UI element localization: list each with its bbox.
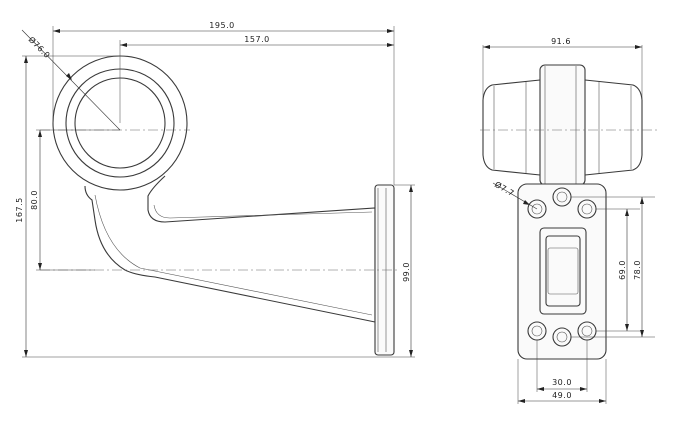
- dim-center-height: 80.0: [30, 190, 39, 210]
- dim-outer-hole-spacing: 78.0: [633, 260, 642, 280]
- dim-lens-width: 91.6: [551, 37, 571, 46]
- center-slot-outer: [539, 227, 587, 315]
- mounting-arm-outline: [84, 175, 376, 323]
- dim-base-width: 49.0: [552, 391, 572, 400]
- base-plate: [517, 183, 607, 360]
- side-view: 195.0 157.0 Ø76.0 167.5 80.0 99.0: [15, 21, 415, 358]
- mounting-arm-inner-line: [94, 194, 373, 316]
- lens-body-left: [482, 79, 541, 176]
- mounting-arm-inner-line-2: [153, 204, 373, 219]
- end-view: 91.6 Ø7.7 69.0 78.0 30.0 49.0: [480, 37, 660, 404]
- dim-hole-diameter: Ø7.7: [493, 179, 516, 198]
- lamp-neck: [539, 64, 586, 186]
- dim-inner-hole-spacing: 69.0: [618, 260, 627, 280]
- center-slot-inner: [545, 235, 581, 307]
- dim-total-width: 195.0: [209, 21, 234, 30]
- dim-to-center: 157.0: [244, 35, 269, 44]
- dim-base-height: 99.0: [402, 262, 411, 282]
- dim-total-height: 167.5: [15, 197, 24, 222]
- dim-lens-diameter: Ø76.0: [27, 34, 53, 60]
- center-slot-core: [547, 247, 579, 295]
- lens-body-right: [584, 79, 643, 176]
- dim-hole-spacing-x: 30.0: [552, 378, 572, 387]
